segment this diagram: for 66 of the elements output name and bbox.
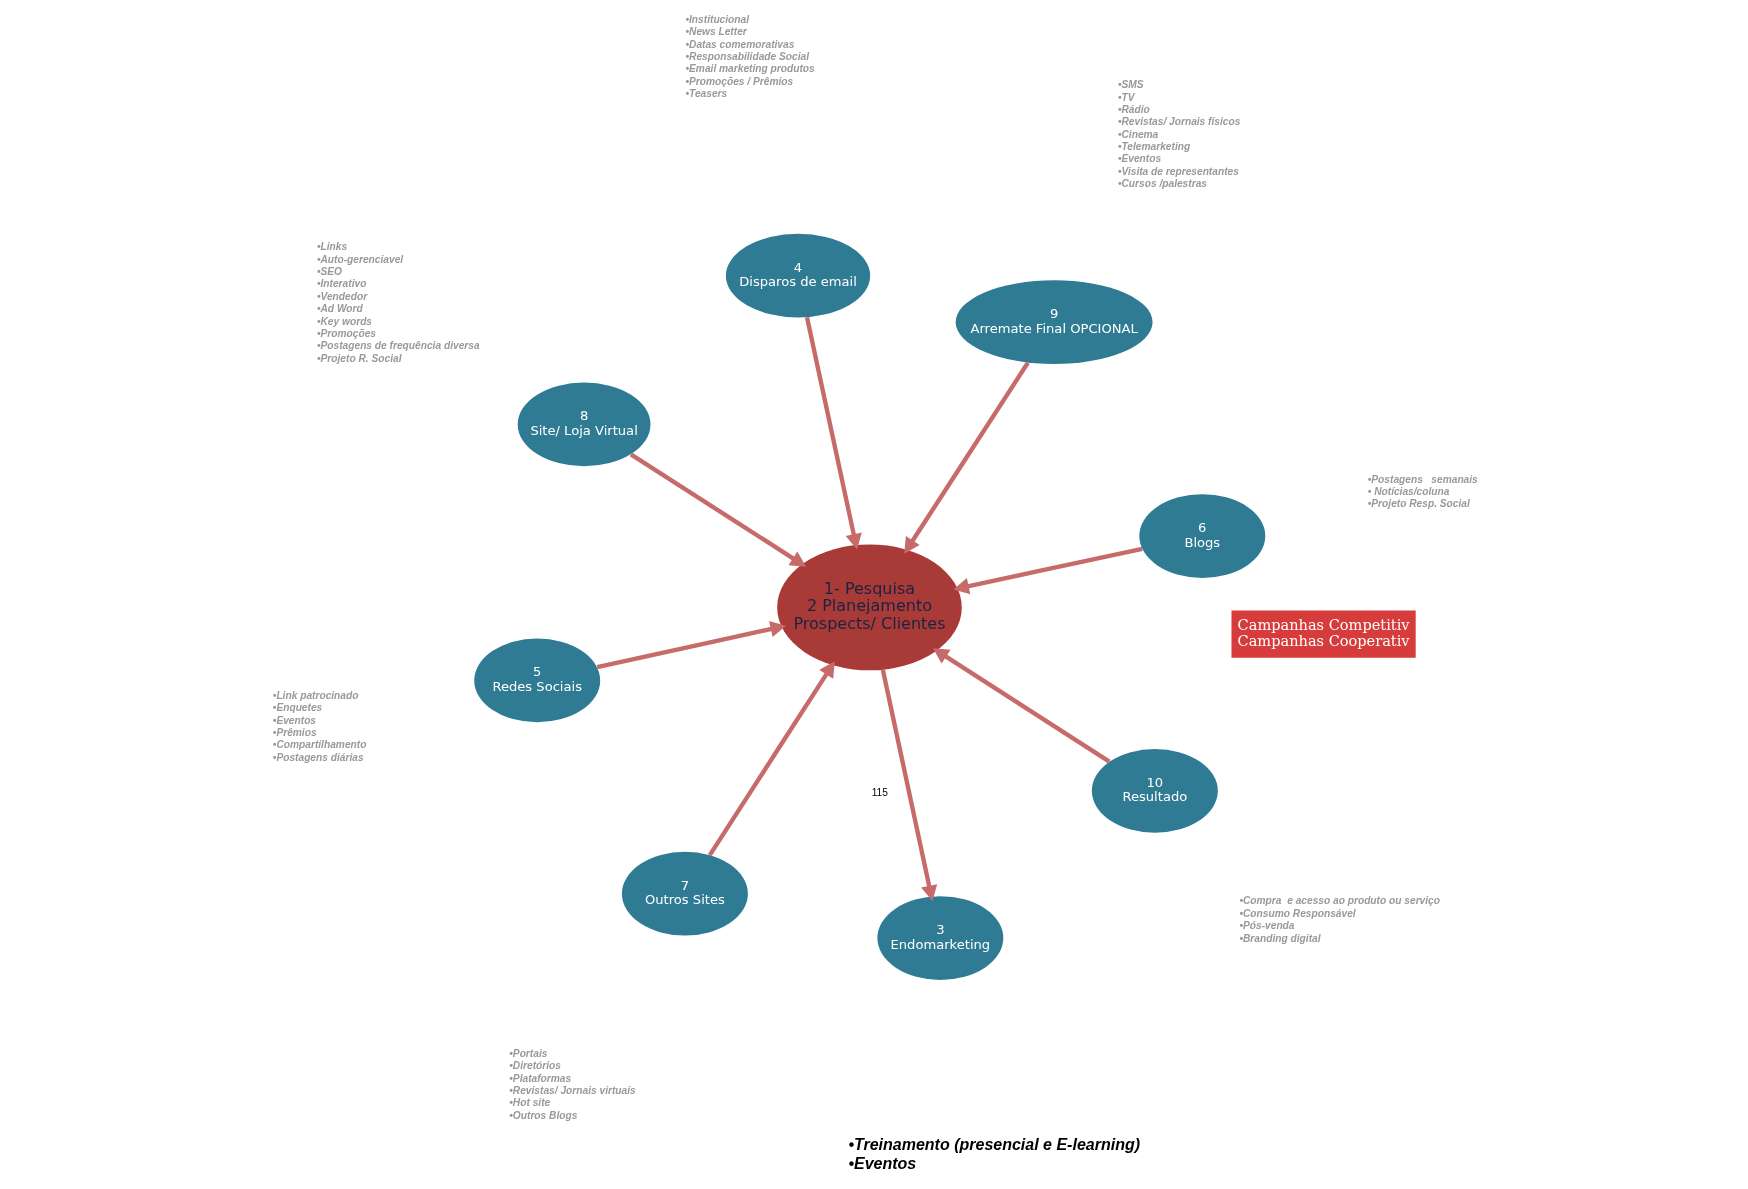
node-label: •Promoções [316, 327, 377, 339]
node-ellipse: 1- Pesquisa 2 Planejamento Prospects/ Clientes [777, 544, 962, 671]
node-label: •Auto-gerenciavel [316, 253, 404, 265]
node-label: •Revistas/ Jornais físicos [1117, 116, 1241, 128]
node-label: •Ad Word [316, 303, 363, 315]
node-label: •Links [316, 241, 348, 253]
node-label: •Consumo Responsável [1239, 907, 1356, 919]
node-label: •Link patrocinado [272, 689, 359, 701]
node-label: •Postagens de frequência diversa [316, 340, 480, 352]
node-label: •Responsabilidade Social [685, 50, 810, 62]
node-label: •Postagens diárias [272, 751, 364, 763]
arrow [707, 661, 835, 857]
node-label: •Prêmios [272, 726, 317, 738]
node-label: • Notícias/coluna [1367, 486, 1450, 498]
node-ellipse: 7 Outros Sites [621, 851, 748, 936]
node-ellipse: 3 Endomarketing [877, 896, 1004, 980]
node-label: •Cinema [1117, 128, 1159, 140]
node-label: •Hot site [509, 1097, 551, 1109]
node-label: •Interativo [316, 278, 367, 290]
node-label: •Revistas/ Jornais virtuais [509, 1085, 636, 1097]
arrow [804, 316, 862, 550]
node-label: •Branding digital [1239, 932, 1321, 944]
node-label: •Email marketing produtos [685, 63, 815, 75]
node-ellipse: 6 Blogs [1139, 494, 1266, 578]
arrow [932, 648, 1111, 764]
node-label: •Key words [316, 315, 373, 327]
node-label: •Projeto Resp. Social [1367, 498, 1470, 510]
node-ellipse: 9 Arremate Final OPCIONAL [955, 280, 1153, 364]
node-label: •Outros Blogs [509, 1109, 578, 1121]
label: 115 [871, 786, 888, 798]
node-label: •Datas comemorativas [685, 38, 795, 50]
node-label: •Enquetes [272, 702, 323, 714]
node-label: •Teasers [685, 88, 728, 100]
node-label: •Portais [509, 1047, 548, 1059]
node-label: •Treinamento (presencial e E-learning) [848, 1135, 1141, 1153]
node-box: Campanhas Competitiv Campanhas Cooperativ [1231, 610, 1416, 658]
node-ellipse: 4 Disparos de email [725, 233, 871, 318]
node-label: •Cursos /palestras [1117, 178, 1207, 190]
node-label: •Plataformas [509, 1072, 572, 1084]
node-label: •Vendedor [316, 290, 368, 302]
node-label: •Pós-venda [1239, 920, 1295, 932]
node-label: •News Letter [685, 26, 747, 38]
node-ellipse: 8 Site/ Loja Virtual [517, 382, 651, 467]
node-label: •Promoções / Prêmios [685, 75, 794, 87]
arrow [596, 621, 787, 670]
arrow [880, 669, 938, 902]
node-label: •Postagens semanais [1367, 473, 1478, 485]
node-ellipse: 5 Redes Sociais [474, 638, 601, 723]
node-label: •TV [1117, 91, 1135, 103]
node-label: •Diretórios [509, 1060, 561, 1072]
node-ellipse: 10 Resultado [1091, 749, 1218, 833]
node-label: •Eventos [848, 1154, 917, 1172]
node-label: •SEO [316, 266, 343, 278]
node-label: •Visita de representantes [1117, 165, 1239, 177]
node-label: •Eventos [272, 714, 317, 726]
node-label: •Compartilhamento [272, 739, 367, 751]
node-label: •Projeto R. Social [316, 352, 402, 364]
arrow [904, 361, 1030, 554]
node-label: •Institucional [685, 13, 750, 25]
arrow [953, 546, 1143, 595]
node-label: •Eventos [1117, 153, 1162, 165]
node-label: •Rádio [1117, 103, 1150, 115]
arrow [629, 452, 807, 567]
node-label: •SMS [1117, 79, 1144, 91]
node-label: •Telemarketing [1117, 141, 1191, 153]
node-label: •Compra e acesso ao produto ou serviço [1239, 895, 1440, 907]
